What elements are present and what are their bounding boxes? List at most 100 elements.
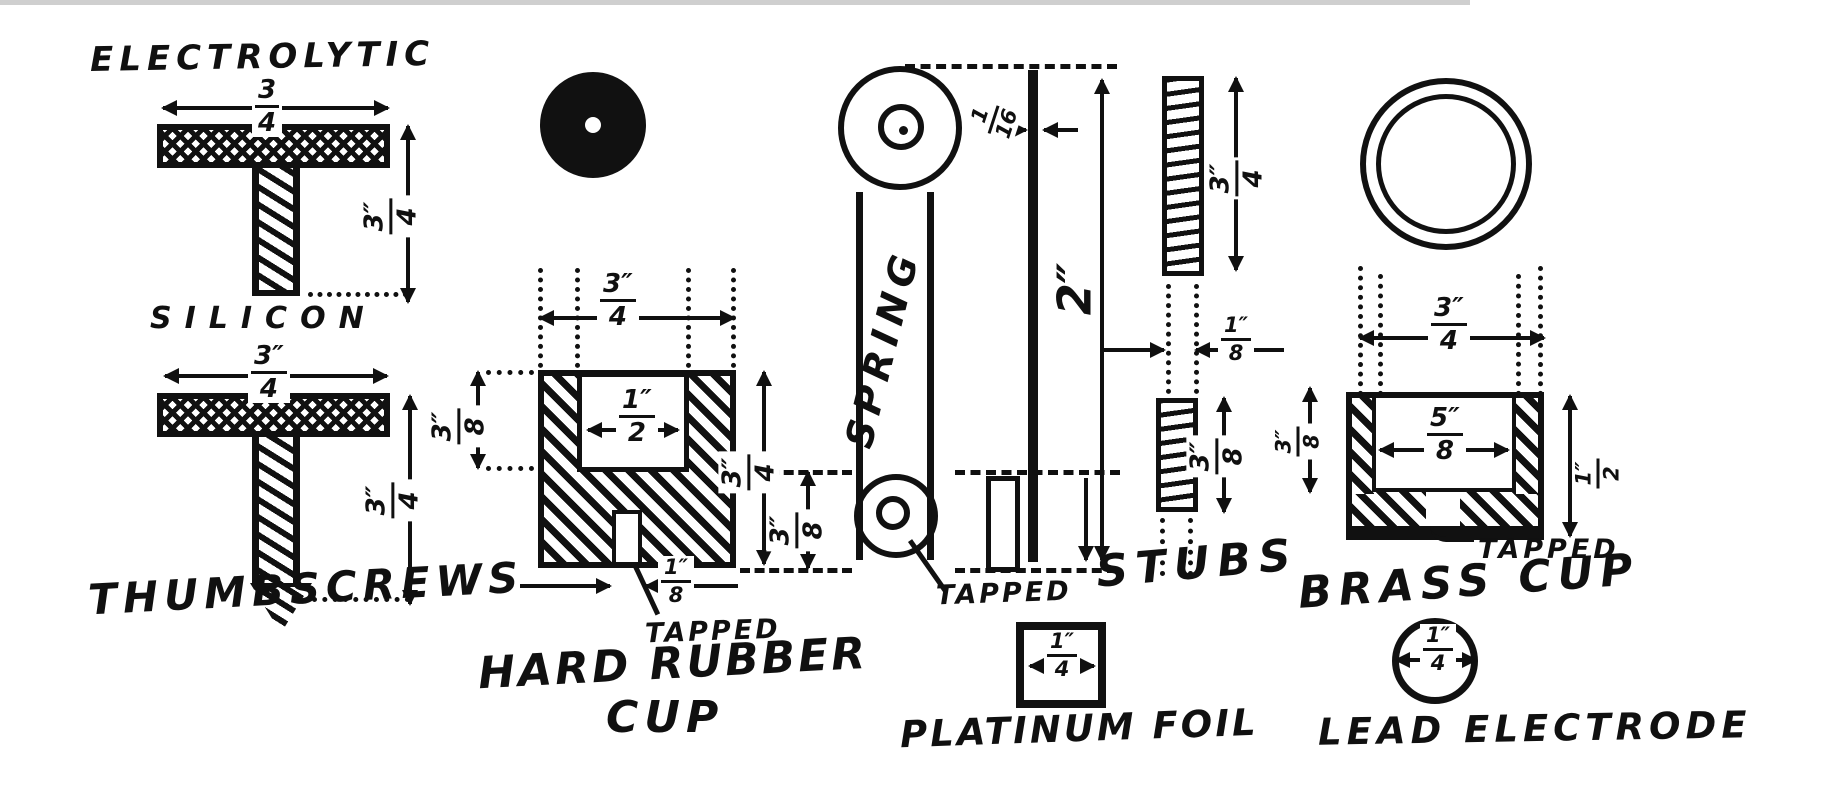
elec-width-dimension: 3 4 (252, 76, 283, 138)
brass-tapped-label: TAPPED (1478, 534, 1620, 565)
electrolytic-screw-shank (252, 168, 300, 296)
dim-numerator: 3″ (359, 198, 393, 235)
dim-denominator: 4 (1238, 169, 1269, 188)
brass-cavity-dimension: 5″ 8 (1424, 404, 1466, 465)
dim-numerator: 3″ (765, 512, 799, 549)
dim-denominator: 4 (258, 108, 277, 138)
projection-line (486, 466, 534, 471)
dim-numerator: 1″ (1221, 315, 1251, 341)
dim-numerator: 1″ (661, 557, 691, 583)
spring-length-dimension-line (1094, 78, 1110, 562)
spring-side-view-block (986, 476, 1020, 572)
electrolytic-label: ELECTROLYTIC (89, 33, 436, 81)
projection-line (1166, 284, 1171, 394)
dim-denominator: 4 (1430, 651, 1446, 675)
projection-line (1194, 284, 1199, 394)
dim-denominator: 4 (1439, 326, 1458, 356)
dim-numerator: 1″ (1047, 631, 1077, 657)
platinum-foil-label: PLATINUM FOIL (899, 700, 1260, 757)
spring-top-lobe (838, 66, 962, 190)
dim-denominator: 8 (460, 417, 491, 436)
projection-line (1160, 518, 1165, 576)
foil-size-dimension: 1″ 4 (1044, 630, 1080, 681)
projection-line (312, 597, 410, 602)
dim-denominator: 4 (1054, 657, 1070, 681)
silicon-screw-head (157, 393, 390, 437)
silicon-label: SILICON (150, 301, 377, 336)
dim-denominator: 4 (392, 207, 423, 226)
hard-rubber-cup-label-line2: CUP (606, 692, 725, 743)
dim-denominator: 2 (1599, 466, 1624, 481)
dim-numerator: 1″ (1572, 458, 1600, 489)
dim-denominator: 8 (1218, 447, 1249, 466)
dim-denominator: 8 (1299, 434, 1324, 449)
spring-arm (856, 192, 934, 560)
dim-numerator: 3″ (361, 482, 395, 519)
dim-denominator: 8 (668, 583, 684, 607)
spring-hole-center-dot (899, 126, 908, 135)
dim-denominator: 4 (394, 491, 425, 510)
projection-line (486, 370, 534, 375)
projection-line (1378, 274, 1383, 396)
spring-tapped-label: TAPPED (935, 575, 1073, 612)
tapped-leader-line (1430, 524, 1474, 542)
brass-cup-wall-left (1352, 398, 1374, 494)
dim-numerator: 3″ (1205, 160, 1239, 197)
dim-numerator: 5″ (1427, 405, 1463, 436)
elec-height-dimension: 3″ 4 (359, 195, 423, 238)
cup-cavity-dimension: 1″ 2 (616, 386, 658, 447)
lead-electrode-label: LEAD ELECTRODE (1317, 703, 1752, 754)
datum-dash-line (740, 470, 852, 475)
brass-depth-dimension: 3″ 8 (1272, 423, 1324, 460)
hard-rubber-cup-top-view (540, 72, 646, 178)
spring-bottom-hole (876, 496, 910, 530)
dim-denominator: 8 (1228, 341, 1244, 365)
stub-long-dimension: 3″ 4 (1205, 157, 1269, 200)
silicon-screw-shank (252, 437, 300, 585)
thickness-arrow-right (1042, 122, 1078, 138)
dim-denominator: 4 (750, 463, 781, 482)
dim-numerator: 3″ (427, 408, 461, 445)
dim-numerator: 1″ (619, 387, 655, 418)
cup-height-dimension: 3″ 4 (717, 451, 781, 494)
brass-tap-hole (1426, 490, 1460, 526)
platinum-foil-square (1016, 622, 1106, 708)
datum-dash-line (740, 568, 852, 573)
spring-top-hole (878, 104, 924, 150)
dim-numerator: 3″ (1272, 426, 1300, 457)
cup-outer-dimension: 3″ 4 (597, 270, 639, 331)
stub-long-rod (1162, 76, 1204, 276)
sil-height-dimension: 3″ 4 (361, 479, 425, 522)
stubs-label: STUBS (1094, 529, 1301, 598)
stub-short-dimension: 3″ 8 (1185, 435, 1249, 478)
dim-numerator: 3″ (600, 271, 636, 302)
scan-edge-artifact (0, 0, 1470, 5)
stubs-pointer-arrow (1078, 478, 1094, 562)
dim-denominator: 4 (259, 374, 278, 404)
spring-side-view-strip (1028, 70, 1038, 562)
datum-dash-line (905, 64, 1117, 69)
dim-numerator: 3″ (1431, 295, 1467, 326)
thumbscrews-label: THUMBSCREWS (86, 552, 526, 625)
projection-line (1516, 274, 1521, 396)
brass-height-dimension-line (1562, 394, 1578, 538)
dim-denominator: 8 (798, 521, 829, 540)
cup-tap-dimension: 1″ 8 (658, 556, 694, 607)
brass-depth-arrow-down (1302, 452, 1318, 494)
brass-outer-dimension: 3″ 4 (1428, 294, 1470, 355)
dim-numerator: 3″ (251, 343, 287, 374)
datum-dash-line (955, 470, 1120, 475)
stub-diameter-dimension: 1″ 8 (1218, 314, 1254, 365)
sil-width-dimension: 3″ 4 (248, 342, 290, 403)
datum-dash-line (955, 568, 1117, 573)
projection-line (1188, 518, 1193, 576)
dim-numerator: 3″ (717, 454, 751, 491)
dim-numerator: 1″ (1423, 625, 1453, 651)
dim-denominator: 2 (627, 418, 646, 448)
spring-thickness-dimension: 1 16 (963, 94, 1024, 145)
dim-denominator: 4 (608, 302, 627, 332)
cup-lower-dimension: 3″ 8 (765, 509, 829, 552)
spring-length-dimension: 2″ (1047, 262, 1102, 316)
dim-numerator: 3 (255, 77, 280, 108)
